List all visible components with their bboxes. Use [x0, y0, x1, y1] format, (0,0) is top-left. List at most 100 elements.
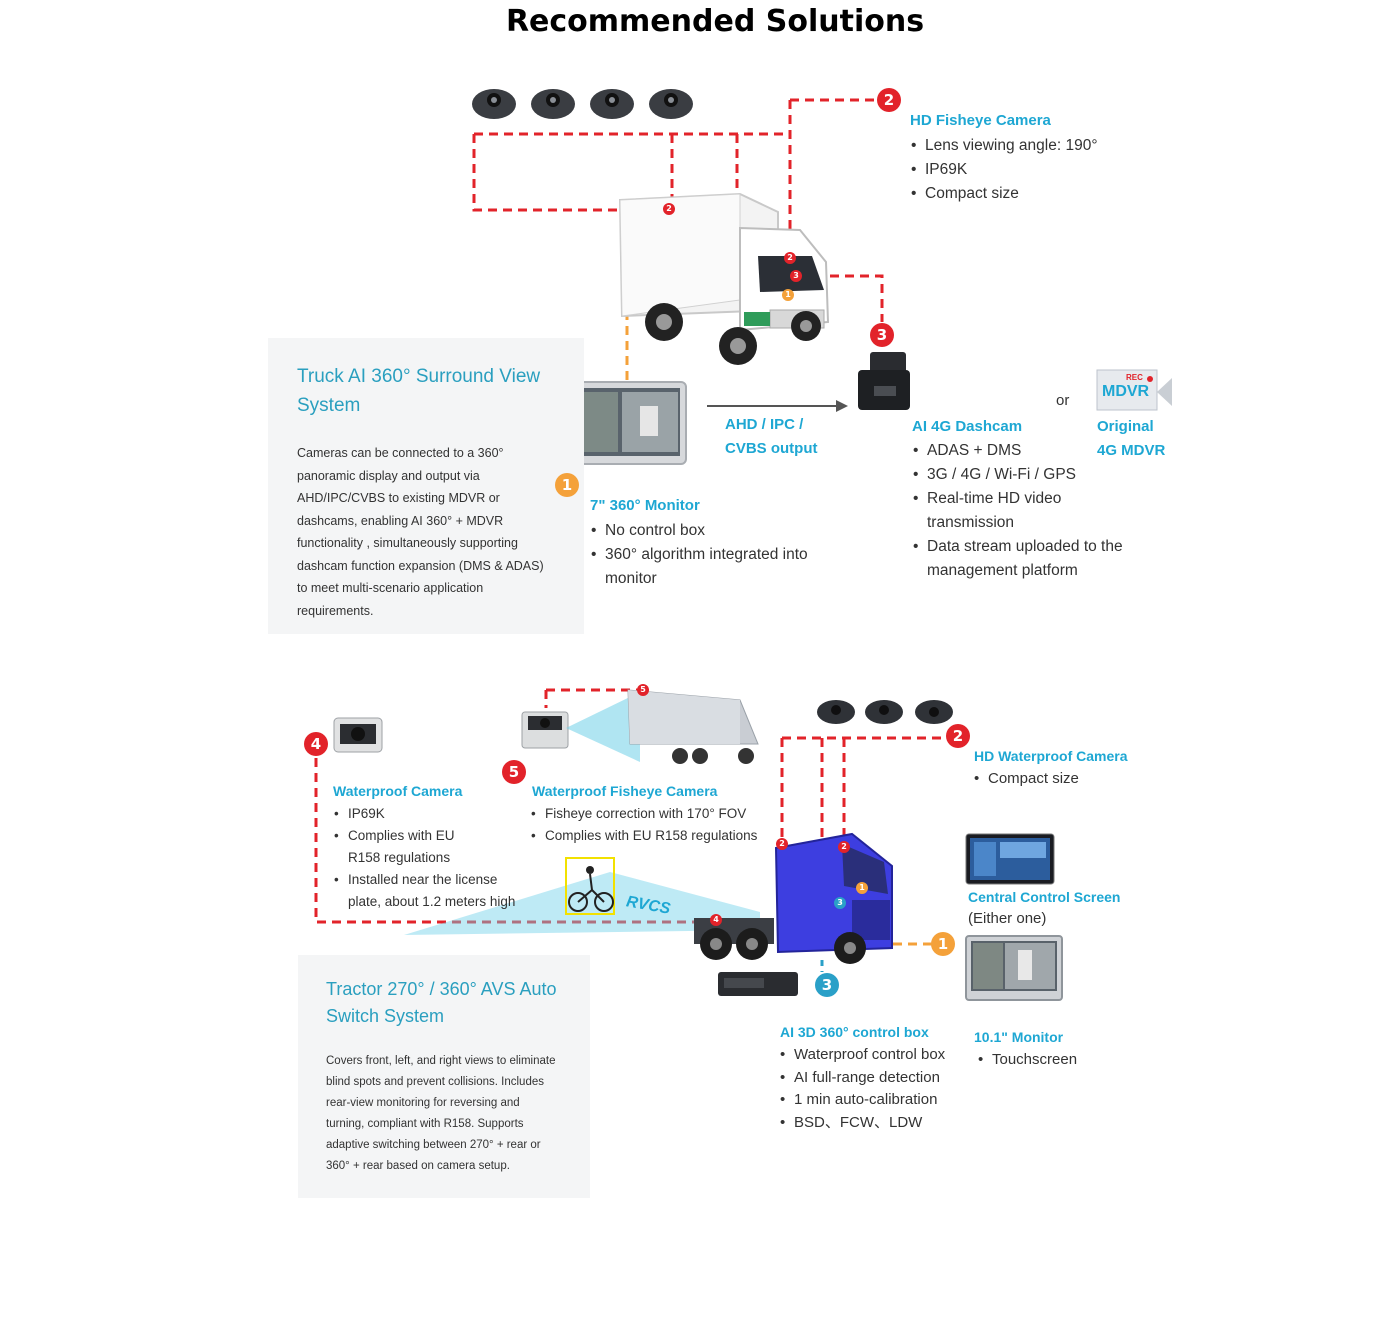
truck-system-title-line1: Truck AI 360° Surround View — [297, 366, 541, 387]
truck-system-description: Cameras can be connected to a 360° panor… — [297, 442, 544, 622]
truck-system-title: Truck AI 360° Surround View System — [297, 362, 540, 420]
monitor-7-title: 7" 360° Monitor — [590, 497, 700, 514]
tractor-system-title-line1: Tractor 270° / 360° AVS Auto — [326, 979, 557, 999]
output-label-line2: CVBS output — [725, 440, 818, 457]
fisheye-camera-4 — [649, 89, 693, 119]
truck-system-line: requirements. — [297, 603, 374, 618]
central-screen-note: (Either one) — [968, 910, 1047, 927]
control-box-image — [718, 972, 798, 996]
page-title: Recommended Solutions — [505, 4, 925, 39]
dashcam-bullet: ADAS + DMS — [911, 439, 1123, 463]
truck-badge-2: 2 — [663, 203, 675, 215]
monitor-7-bullet: 360° algorithm integrated into monitor — [589, 543, 808, 591]
dashcam-leader-line — [800, 274, 884, 322]
waterproof-fisheye-bullets: Fisheye correction with 170° FOV Complie… — [529, 803, 757, 847]
tractor-system-line: Covers front, left, and right views to e… — [326, 1055, 556, 1067]
waterproof-camera-bullet: Installed near the license plate, about … — [332, 869, 515, 913]
hd-fisheye-bullets: Lens viewing angle: 190° IP69K Compact s… — [909, 134, 1098, 206]
badge-hd-fisheye: 2 — [877, 88, 901, 112]
hd-fisheye-bullet: Lens viewing angle: 190° — [909, 134, 1098, 158]
dashcam-bullet-line: management platform — [927, 562, 1078, 579]
tractor-badge-2: 2 — [838, 841, 850, 853]
tractor-system-line: 360° + rear based on camera setup. — [326, 1160, 510, 1172]
monitor-10-title: 10.1" Monitor — [974, 1029, 1064, 1045]
mdvr-title-line1: Original — [1097, 418, 1154, 435]
tractor-badge-1: 1 — [856, 882, 868, 894]
truck-system-line: dashcams, enabling AI 360° + MDVR — [297, 513, 504, 528]
central-screen-image — [965, 833, 1055, 885]
monitor-10-bullet: Touchscreen — [976, 1049, 1077, 1072]
waterproof-camera-bullet-line: R158 regulations — [348, 850, 451, 865]
waterproof-fisheye-title: Waterproof Fisheye Camera — [532, 783, 718, 799]
waterproof-camera-bullet: Complies with EU R158 regulations — [332, 825, 515, 869]
fisheye-camera-1 — [472, 89, 516, 119]
central-screen-title: Central Control Screen — [968, 889, 1121, 905]
camera-left-line — [472, 134, 668, 212]
tractor-system-line: rear-view monitoring for reversing and — [326, 1097, 520, 1109]
tractor-badge-5: 5 — [637, 684, 649, 696]
cyclist-image — [565, 857, 615, 915]
mdvr-title: Original 4G MDVR — [1097, 415, 1165, 463]
mdvr-icon-label: MDVR — [1102, 383, 1150, 400]
rear-camera-image — [333, 717, 383, 753]
monitor-7-bullets: No control box 360° algorithm integrated… — [589, 519, 808, 591]
truck-system-line: Cameras can be connected to a 360° — [297, 446, 504, 460]
badge-monitor-7: 1 — [555, 473, 579, 497]
hd-fisheye-bullet: Compact size — [909, 182, 1098, 206]
monitor-7-bullet-line: monitor — [605, 570, 657, 587]
hd-fisheye-title: HD Fisheye Camera — [910, 112, 1051, 129]
monitor-7-bullet-line: 360° algorithm integrated into — [605, 546, 808, 563]
hd-waterproof-bullets: Compact size — [972, 768, 1079, 791]
control-box-bullet: BSD、FCW、LDW — [778, 1112, 945, 1135]
dashcam-bullet: Data stream uploaded to the management p… — [911, 535, 1123, 583]
badge-control-box: 3 — [815, 973, 839, 997]
mdvr-title-line2: 4G MDVR — [1097, 442, 1166, 459]
tractor-system-panel: Tractor 270° / 360° AVS Auto Switch Syst… — [298, 955, 590, 1198]
rvcs-beam — [404, 872, 760, 935]
truck-system-line: to meet multi-scenario application — [297, 581, 484, 595]
side-fisheye-camera-image — [521, 711, 569, 749]
truck-system-line: panoramic display and output via — [297, 468, 480, 483]
truck-badge-3: 3 — [790, 270, 802, 282]
hd-waterproof-title: HD Waterproof Camera — [974, 748, 1128, 764]
waterproof-camera-bullet-line: plate, about 1.2 meters high — [348, 894, 516, 909]
truck-system-line: functionality , simultaneously supportin… — [297, 536, 518, 550]
control-box-bullet: Waterproof control box — [778, 1044, 945, 1067]
control-box-bullet: 1 min auto-calibration — [778, 1089, 945, 1112]
hd-waterproof-camera-2 — [865, 700, 903, 724]
tractor-badge-2: 2 — [776, 838, 788, 850]
tractor-system-title-line2: Switch System — [326, 1006, 445, 1026]
hd-waterproof-camera-3 — [915, 700, 953, 724]
control-box-bullet: AI full-range detection — [778, 1067, 945, 1090]
output-label-line1: AHD / IPC / — [725, 416, 804, 433]
waterproof-fisheye-bullet: Complies with EU R158 regulations — [529, 825, 757, 847]
tractor-system-line: blind spots and prevent collisions. Incl… — [326, 1076, 544, 1088]
waterproof-camera-title: Waterproof Camera — [333, 783, 463, 799]
tractor-system-line: turning, compliant with R158. Supports — [326, 1118, 524, 1130]
tractor-system-description: Covers front, left, and right views to e… — [326, 1051, 555, 1177]
box-truck-image — [618, 192, 830, 365]
fisheye-camera-3 — [590, 89, 634, 119]
monitor-10-image — [965, 935, 1063, 1001]
monitor-7-bullet: No control box — [589, 519, 808, 543]
waterproof-camera-bullet-line: Installed near the license — [348, 872, 498, 887]
fisheye-camera-2 — [531, 89, 575, 119]
control-box-title: AI 3D 360° control box — [780, 1024, 929, 1040]
monitor-7-image — [573, 381, 687, 465]
tractor-system-title: Tractor 270° / 360° AVS Auto Switch Syst… — [326, 976, 557, 1030]
truck-system-line: dashcam function expansion (DMS & ADAS) — [297, 558, 544, 573]
dashcam-title: AI 4G Dashcam — [912, 418, 1023, 435]
waterproof-fisheye-bullet: Fisheye correction with 170° FOV — [529, 803, 757, 825]
badge-monitor-10: 1 — [931, 932, 955, 956]
truck-system-title-line2: System — [297, 395, 361, 416]
dashcam-bullet-line: transmission — [927, 514, 1014, 531]
control-box-bullets: Waterproof control box AI full-range det… — [778, 1044, 945, 1134]
tractor-badge-3: 3 — [834, 897, 846, 909]
dashcam-bullet-line: Real-time HD video — [927, 490, 1062, 507]
tractor-badge-4: 4 — [710, 914, 722, 926]
waterproof-camera-bullets: IP69K Complies with EU R158 regulations … — [332, 803, 515, 913]
dashcam-image — [858, 352, 910, 410]
badge-dashcam: 3 — [870, 323, 894, 347]
dashcam-bullets: ADAS + DMS 3G / 4G / Wi-Fi / GPS Real-ti… — [911, 439, 1123, 583]
badge-waterproof-fisheye: 5 — [502, 760, 526, 784]
